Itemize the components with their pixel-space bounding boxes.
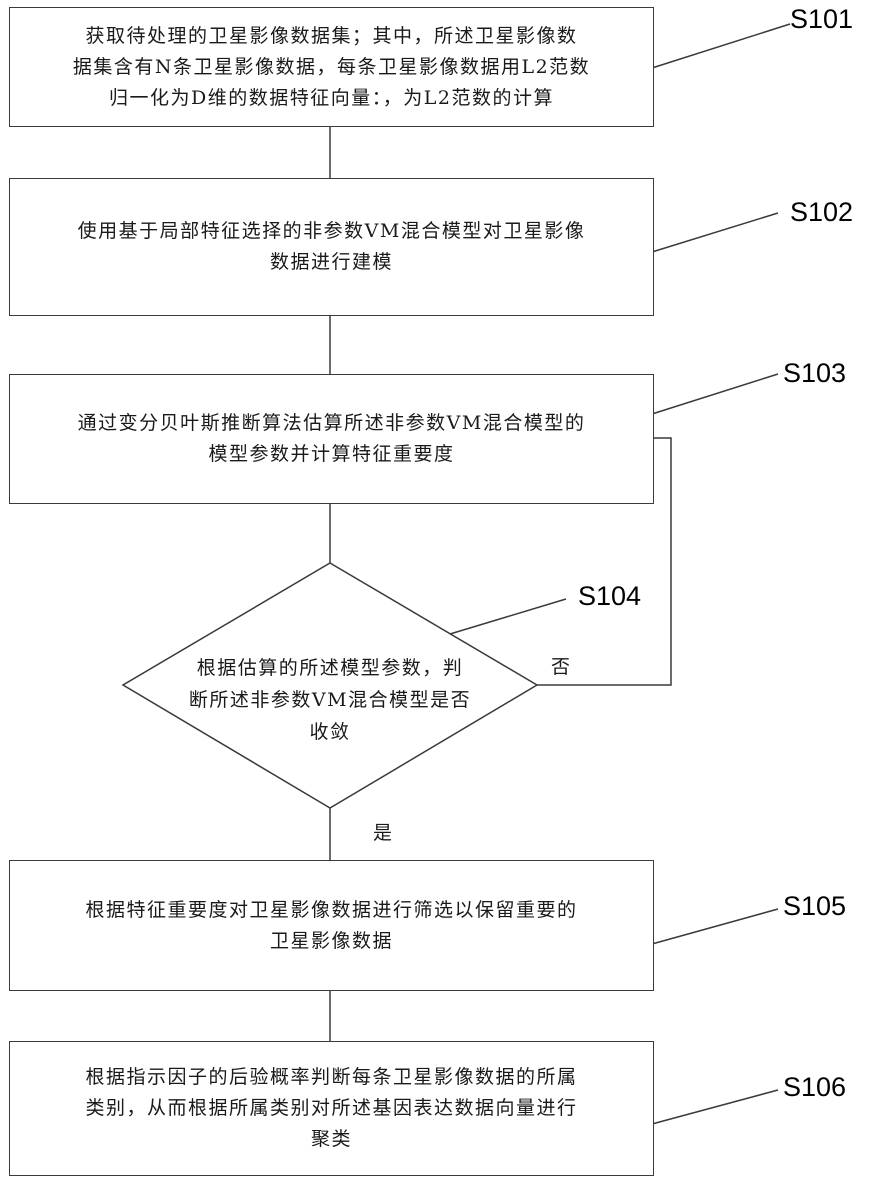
step-text-line: 根据估算的所述模型参数，判 — [189, 652, 471, 684]
step-text-line: 获取待处理的卫星影像数据集；其中，所述卫星影像数 — [73, 21, 590, 52]
leader-s102 — [652, 213, 778, 252]
leader-s104 — [450, 599, 566, 634]
branch-label-no: 否 — [551, 652, 570, 679]
leader-s106 — [652, 1090, 778, 1124]
step-text-line: 根据特征重要度对卫星影像数据进行筛选以保留重要的 — [85, 895, 577, 926]
step-id-s102: S102 — [790, 197, 853, 228]
step-text-line: 类别，从而根据所属类别对所述基因表达数据向量进行 — [85, 1093, 577, 1124]
step-text-line: 使用基于局部特征选择的非参数VM混合模型对卫星影像 — [78, 216, 586, 247]
decision-text: 根据估算的所述模型参数，判 断所述非参数VM混合模型是否 收敛 — [150, 650, 510, 750]
step-text-line: 根据指示因子的后验概率判断每条卫星影像数据的所属 — [85, 1062, 577, 1093]
step-box-s103: 通过变分贝叶斯推断算法估算所述非参数VM混合模型的 模型参数并计算特征重要度 — [9, 374, 654, 504]
leader-s103 — [652, 374, 778, 414]
step-id-s106: S106 — [783, 1072, 846, 1103]
step-id-s105: S105 — [783, 891, 846, 922]
step-id-s101: S101 — [790, 4, 853, 35]
step-text-line: 通过变分贝叶斯推断算法估算所述非参数VM混合模型的 — [78, 408, 586, 439]
branch-label-yes: 是 — [373, 818, 392, 845]
step-text-line: 模型参数并计算特征重要度 — [78, 439, 586, 470]
step-text-line: 归一化为D维的数据特征向量：，为L2范数的计算 — [73, 83, 590, 114]
step-text-line: 据集含有N条卫星影像数据，每条卫星影像数据用L2范数 — [73, 52, 590, 83]
step-text-line: 数据进行建模 — [78, 247, 586, 278]
step-id-s104: S104 — [578, 581, 641, 612]
step-box-s102: 使用基于局部特征选择的非参数VM混合模型对卫星影像 数据进行建模 — [9, 178, 654, 316]
leader-s101 — [652, 24, 790, 68]
step-text-line: 卫星影像数据 — [85, 926, 577, 957]
step-text-line: 聚类 — [85, 1124, 577, 1155]
step-box-s105: 根据特征重要度对卫星影像数据进行筛选以保留重要的 卫星影像数据 — [9, 860, 654, 991]
step-box-s106: 根据指示因子的后验概率判断每条卫星影像数据的所属 类别，从而根据所属类别对所述基… — [9, 1041, 654, 1176]
step-box-s101: 获取待处理的卫星影像数据集；其中，所述卫星影像数 据集含有N条卫星影像数据，每条… — [9, 7, 654, 127]
step-text-line: 断所述非参数VM混合模型是否 — [189, 684, 471, 716]
step-id-s103: S103 — [783, 358, 846, 389]
leader-s105 — [652, 909, 778, 944]
step-text-line: 收敛 — [189, 716, 471, 748]
